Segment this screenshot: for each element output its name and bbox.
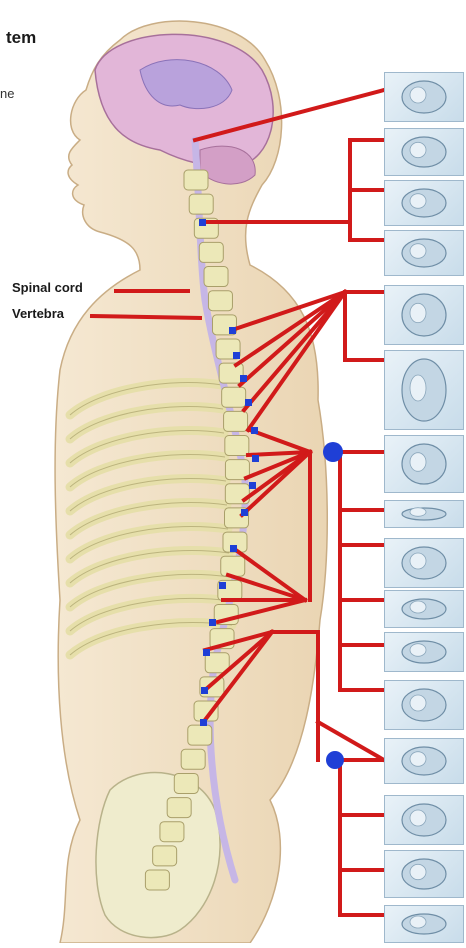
nerve-root-1	[229, 327, 236, 334]
kidney-icon-glyph	[385, 796, 463, 844]
vertebra	[199, 242, 223, 262]
nerve-root-10	[219, 582, 226, 589]
vertebra	[204, 267, 228, 287]
small-intestine-icon-glyph	[385, 681, 463, 729]
heart-icon-glyph	[385, 286, 463, 344]
gallbladder-icon-glyph	[385, 633, 463, 671]
liver-icon	[384, 538, 464, 588]
bronchi-icon-highlight	[410, 244, 426, 259]
pancreas-icon-glyph	[385, 591, 463, 627]
vertebra	[145, 870, 169, 890]
vertebra	[189, 194, 213, 214]
large-intestine-icon	[384, 738, 464, 784]
vertebra	[167, 798, 191, 818]
lungs-icon-highlight	[410, 375, 426, 401]
pancreas-icon-highlight	[410, 601, 426, 613]
nerve-root-6	[252, 455, 259, 462]
title-fragment: tem	[6, 28, 36, 48]
salivary-gland-icon-glyph	[385, 129, 463, 175]
lungs-icon	[384, 350, 464, 430]
vertebra-label: Vertebra	[12, 306, 64, 321]
nerve-root-5	[251, 427, 258, 434]
heart-icon	[384, 285, 464, 345]
small-intestine-icon-highlight	[410, 695, 426, 711]
eye-icon-highlight	[410, 87, 426, 103]
vertebra	[225, 436, 249, 456]
salivary-gland-icon-highlight	[410, 142, 426, 157]
hypogastric-ganglion	[326, 751, 344, 769]
vertebra	[219, 363, 243, 383]
kidney-icon-highlight	[410, 810, 426, 826]
lungs-icon-glyph	[385, 351, 463, 429]
stomach-icon-highlight	[410, 453, 426, 472]
nerve-root-0	[199, 219, 206, 226]
vertebra	[222, 387, 246, 407]
bladder-icon	[384, 850, 464, 898]
nerve-root-7	[249, 482, 256, 489]
vertebra	[221, 556, 245, 576]
bladder-icon-highlight	[410, 864, 426, 879]
intestine-segment-icon-highlight	[410, 508, 426, 517]
lacrimal-gland-icon-highlight	[410, 194, 426, 209]
nerve-root-8	[241, 509, 248, 516]
nerve-root-11	[209, 619, 216, 626]
nerve-root-12	[203, 649, 210, 656]
vertebra	[184, 170, 208, 190]
reproductive-organs-icon-glyph	[385, 906, 463, 942]
bladder-icon-glyph	[385, 851, 463, 897]
leader-vertebra	[92, 316, 200, 318]
bronchi-icon	[384, 230, 464, 276]
vertebra	[181, 749, 205, 769]
stomach-icon-glyph	[385, 436, 463, 492]
gallbladder-icon-highlight	[410, 644, 426, 657]
small-intestine-icon	[384, 680, 464, 730]
branch-large-intestine	[318, 722, 384, 760]
vertebra	[174, 773, 198, 793]
nerve-root-4	[245, 399, 252, 406]
large-intestine-icon-highlight	[410, 752, 426, 767]
reproductive-organs-icon-highlight	[410, 916, 426, 928]
celiac-ganglion	[323, 442, 343, 462]
pancreas-icon	[384, 590, 464, 628]
stomach-icon	[384, 435, 464, 493]
nerve-root-14	[200, 719, 207, 726]
spinal-cord-label: Spinal cord	[12, 280, 83, 295]
nerve-root-2	[233, 352, 240, 359]
large-intestine-icon-glyph	[385, 739, 463, 783]
lacrimal-gland-icon-glyph	[385, 181, 463, 225]
vertebra	[160, 822, 184, 842]
caption-fragment: ne	[0, 86, 14, 101]
gallbladder-icon	[384, 632, 464, 672]
vertebra	[153, 846, 177, 866]
reproductive-organs-icon	[384, 905, 464, 943]
salivary-gland-icon	[384, 128, 464, 176]
intestine-segment-icon	[384, 500, 464, 528]
lacrimal-gland-icon	[384, 180, 464, 226]
nerve-root-13	[201, 687, 208, 694]
liver-icon-glyph	[385, 539, 463, 587]
heart-icon-highlight	[410, 303, 426, 322]
intestine-segment-icon-glyph	[385, 501, 463, 527]
bronchi-icon-glyph	[385, 231, 463, 275]
vertebra	[208, 291, 232, 311]
eye-icon	[384, 72, 464, 122]
vertebra	[224, 411, 248, 431]
nerve-root-9	[230, 545, 237, 552]
kidney-icon	[384, 795, 464, 845]
nerve-root-3	[240, 375, 247, 382]
liver-icon-highlight	[410, 553, 426, 569]
eye-icon-glyph	[385, 73, 463, 121]
vertebra	[188, 725, 212, 745]
